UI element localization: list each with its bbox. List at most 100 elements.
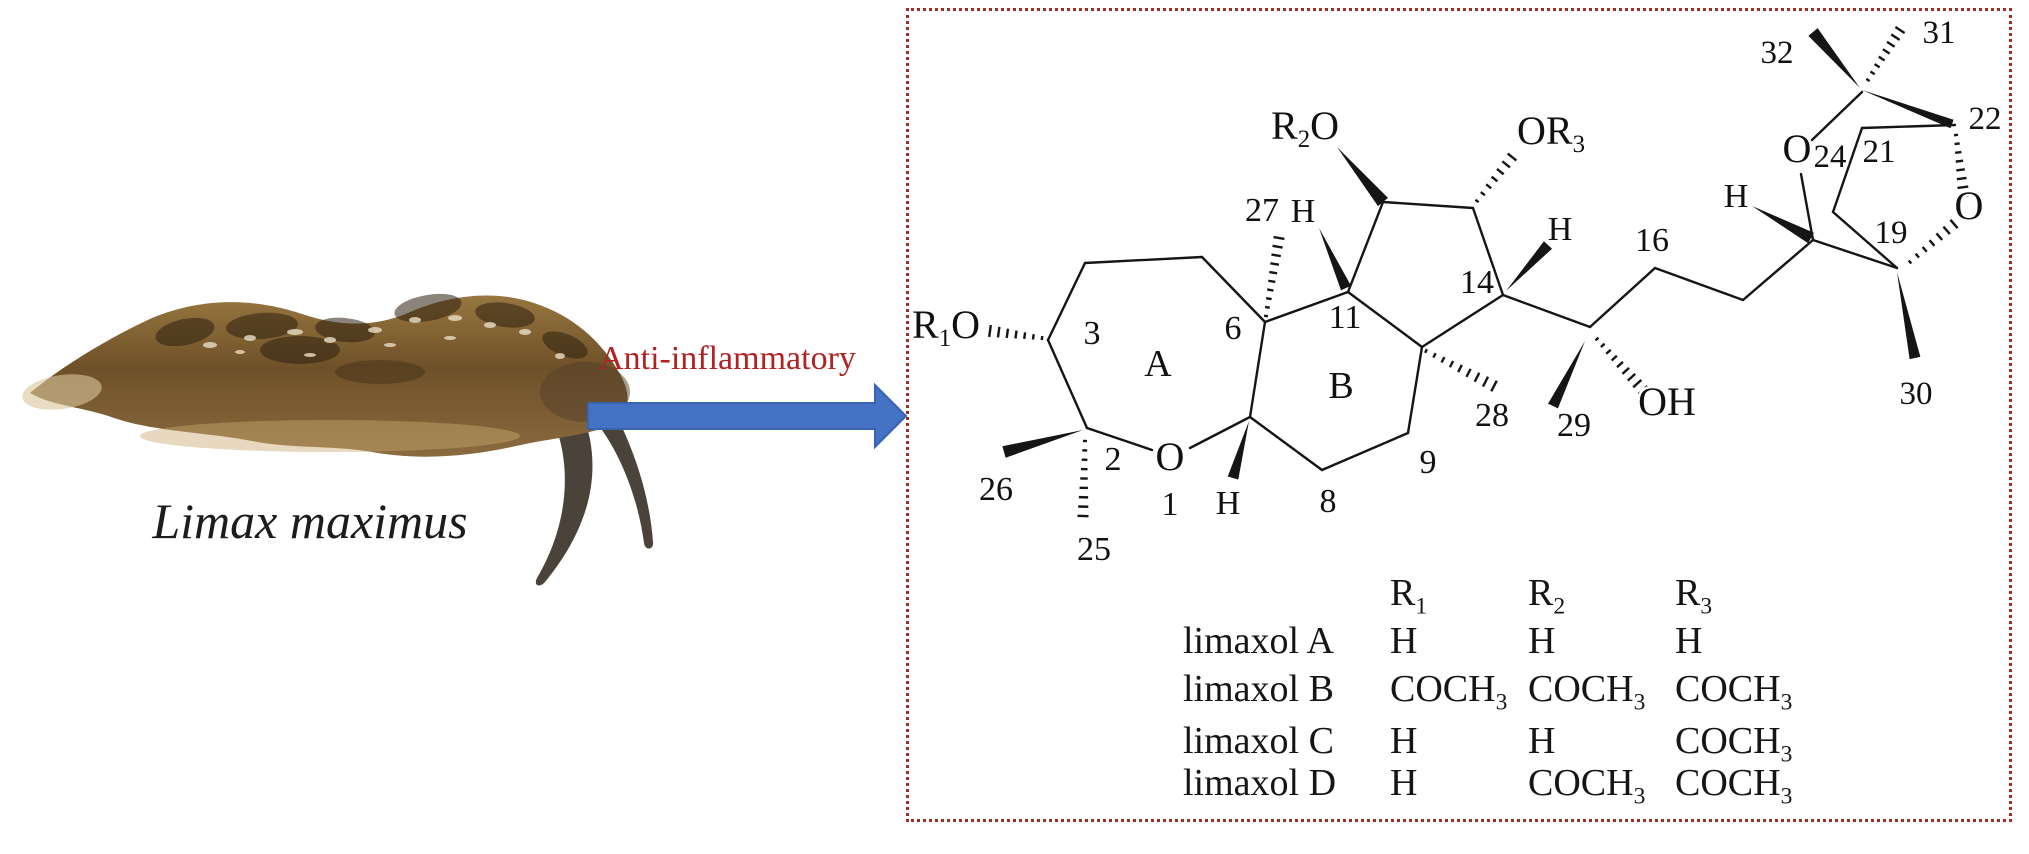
hash-bond [1632, 379, 1643, 389]
atom-label: 29 [1557, 407, 1591, 444]
species-label: Limax maximus [152, 493, 468, 549]
hash-bond [1935, 232, 1944, 241]
table-header-row: R1 R2 R3 [1183, 572, 1825, 620]
bond [1501, 293, 1592, 329]
bond [1200, 255, 1267, 324]
bond [1346, 200, 1385, 294]
hash-bond [1269, 270, 1278, 275]
hash-bond [1496, 168, 1505, 176]
bond [1810, 90, 1864, 142]
hash-bond [996, 326, 1001, 338]
hash-bond [1005, 328, 1010, 339]
bond [1741, 238, 1815, 302]
atom-label: R1O [912, 302, 980, 352]
atom-label: OH [1638, 379, 1696, 424]
bond [1831, 126, 1864, 214]
atom-label: 30 [1900, 376, 1933, 412]
hash-bond [1907, 259, 1913, 265]
wedge-bond [1548, 341, 1585, 409]
bond [1346, 290, 1424, 349]
atom-label: 3 [1084, 315, 1101, 352]
atom-label: O [1156, 434, 1185, 479]
hash-bond [1448, 360, 1455, 368]
hash-bond [1956, 168, 1965, 172]
table-row: limaxol D H COCH3 COCH3 [1183, 762, 1825, 810]
hash-bond [1440, 356, 1446, 363]
r3-value: COCH3 [1675, 720, 1793, 768]
hash-bond [1626, 373, 1637, 382]
hash-bond [1432, 352, 1437, 359]
hash-bond [1490, 175, 1499, 183]
atom-label: 25 [1077, 531, 1111, 568]
bond [1046, 261, 1087, 342]
atom-label: 14 [1460, 264, 1494, 301]
hash-bond [1956, 176, 1967, 181]
atom-label: 26 [979, 471, 1013, 508]
wedge-bond [1337, 147, 1388, 207]
r1-value: COCH3 [1390, 668, 1508, 716]
atom-label: 16 [1635, 222, 1669, 259]
hash-bond [1265, 297, 1272, 301]
compound-name: limaxol A [1183, 620, 1334, 662]
hash-bond [1465, 368, 1472, 378]
r3-value: COCH3 [1675, 762, 1793, 810]
table-header-r1: R1 [1390, 572, 1428, 620]
atom-label: O [1783, 126, 1812, 171]
atom-label: 9 [1420, 444, 1437, 481]
hash-bond [1485, 183, 1492, 190]
hash-bond [1610, 354, 1618, 362]
hash-bond [1894, 26, 1906, 34]
atom-label: H [1548, 211, 1573, 248]
wedge-bond [1002, 430, 1083, 458]
hash-bond [1928, 239, 1936, 247]
hash-bond [1890, 33, 1901, 41]
r2-value: H [1528, 720, 1556, 762]
compound-name: limaxol B [1183, 668, 1334, 710]
atom-label: 32 [1761, 35, 1794, 71]
bond [1799, 172, 1815, 242]
hash-bond [1921, 246, 1928, 253]
atom-label: 24 [1814, 139, 1847, 175]
hash-bond [1267, 288, 1274, 292]
r3-value: COCH3 [1675, 668, 1793, 716]
hash-bond [1268, 279, 1276, 284]
r2-value: COCH3 [1528, 668, 1646, 716]
atom-label: 22 [1969, 101, 2002, 137]
bond [1263, 290, 1350, 324]
r1-value: H [1390, 762, 1418, 804]
hash-bond [1955, 159, 1964, 163]
atom-label: 6 [1225, 310, 1242, 347]
wedge-bond [1319, 228, 1352, 291]
hash-bond [1023, 332, 1027, 340]
table-header-spacer [1183, 574, 1390, 612]
hash-bond [1886, 40, 1896, 48]
atom-label: 2 [1105, 441, 1122, 478]
hash-bond [1473, 372, 1481, 383]
atom-label: 21 [1863, 134, 1896, 170]
hash-bond [1014, 330, 1018, 339]
wedge-bond [1897, 272, 1921, 360]
atom-label: 28 [1475, 397, 1509, 434]
wedge-bond [1227, 421, 1249, 480]
hash-bond [1942, 225, 1951, 235]
table-row: limaxol C H H COCH3 [1183, 720, 1825, 768]
compound-name: limaxol D [1183, 762, 1337, 804]
hash-bond [1878, 55, 1886, 62]
structure-box-border [906, 8, 2012, 822]
atom-label: H [1291, 193, 1316, 230]
reaction-arrow-icon [587, 382, 908, 450]
hash-bond [1490, 380, 1498, 392]
hash-bond [1605, 348, 1612, 355]
hash-bond [1457, 364, 1463, 373]
atom-label: 11 [1329, 299, 1362, 336]
table-header-r3: R3 [1675, 572, 1713, 620]
bond [1188, 415, 1252, 450]
hash-bond [1954, 142, 1960, 146]
bond [1588, 266, 1657, 329]
wedge-bond [1862, 90, 1954, 129]
hash-bond [1957, 194, 1971, 198]
hash-bond [1270, 262, 1280, 266]
slug-tentacle-icon [596, 404, 654, 549]
bond [1085, 426, 1154, 452]
